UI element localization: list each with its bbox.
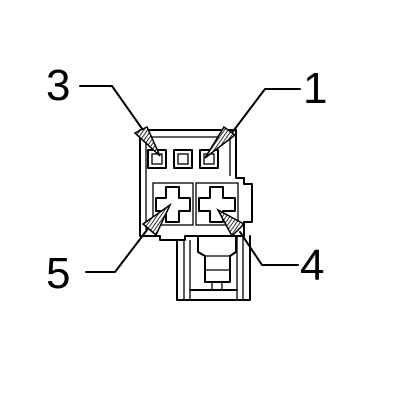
- bottom-terminal-row: [152, 182, 239, 226]
- terminal-pin-4: [198, 186, 236, 223]
- label-3: 3: [46, 61, 70, 110]
- leader-lines: [79, 85, 301, 273]
- latch-tail: [176, 235, 251, 301]
- terminal-pin-1: [199, 149, 219, 169]
- terminal-pin-2: [173, 149, 193, 169]
- terminal-pin-5: [155, 186, 191, 223]
- arrowhead-4: [216, 208, 246, 238]
- label-1: 1: [303, 64, 327, 113]
- leader-line-1: [227, 88, 301, 139]
- label-4: 4: [300, 241, 324, 290]
- arrowhead-1: [204, 125, 237, 159]
- leader-line-4: [239, 231, 299, 266]
- leader-line-5: [85, 225, 151, 273]
- arrowhead-3: [133, 125, 161, 157]
- leader-line-3: [79, 85, 151, 141]
- pin-labels: 3 1 5 4: [46, 61, 327, 298]
- label-5: 5: [46, 249, 70, 298]
- arrowhead-5: [141, 202, 172, 237]
